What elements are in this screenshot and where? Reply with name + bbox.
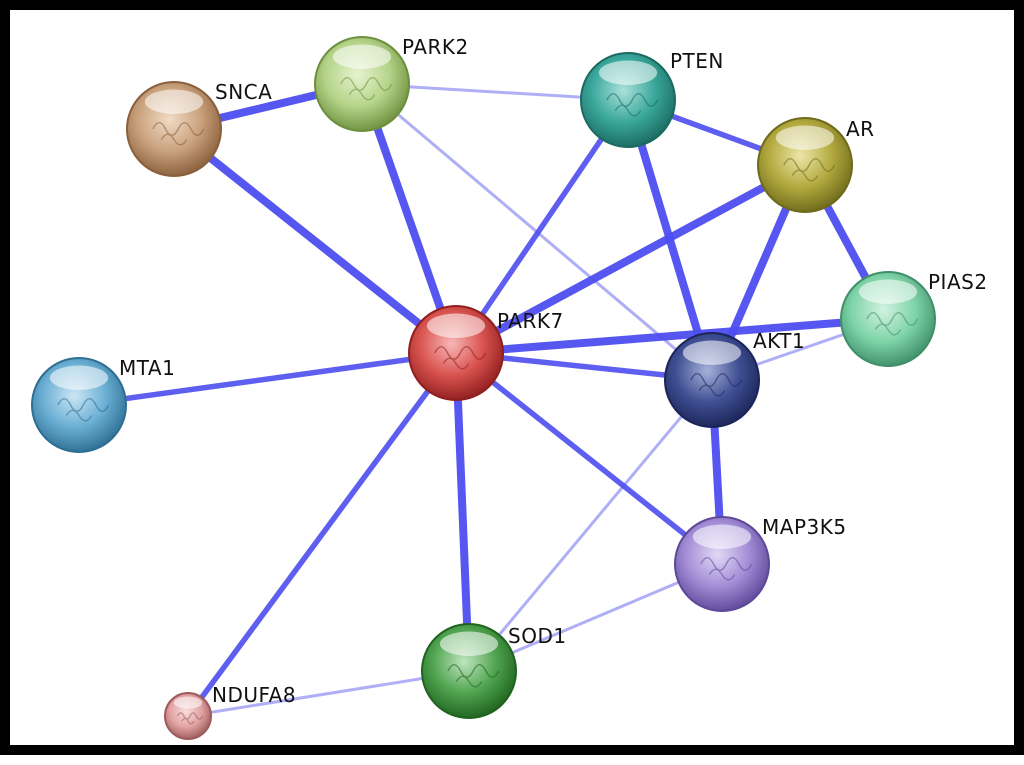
protein-structure-icon (606, 92, 659, 117)
edge-park7-sod1 (452, 352, 473, 672)
protein-structure-icon (690, 372, 743, 397)
node-park7[interactable]: PARK7 (408, 305, 564, 401)
gloss-highlight (692, 524, 752, 549)
node-snca[interactable]: SNCA (126, 80, 272, 177)
gloss-highlight (598, 60, 658, 85)
node-map3k5[interactable]: MAP3K5 (674, 515, 847, 612)
node-label: AKT1 (753, 329, 805, 353)
protein-structure-icon (340, 76, 393, 101)
gloss-highlight (682, 340, 742, 365)
gloss-highlight (173, 696, 203, 709)
edge-park2-akt1 (361, 82, 713, 382)
edge-pten-akt1 (624, 98, 716, 382)
node-pias2[interactable]: PIAS2 (840, 270, 988, 367)
gloss-highlight (775, 125, 835, 150)
protein-structure-icon (434, 345, 487, 370)
node-mta1[interactable]: MTA1 (31, 356, 175, 453)
node-label: MTA1 (119, 356, 175, 380)
gloss-highlight (144, 89, 204, 114)
node-label: PARK7 (497, 309, 564, 333)
node-ar[interactable]: AR (757, 117, 875, 213)
gloss-highlight (332, 44, 392, 69)
node-ndufa8[interactable]: NDUFA8 (164, 683, 296, 740)
node-pten[interactable]: PTEN (580, 49, 724, 148)
edge-park7-mta1 (78, 350, 457, 408)
edge-akt1-sod1 (467, 379, 714, 672)
protein-structure-icon (866, 311, 919, 336)
gloss-highlight (49, 365, 109, 390)
node-akt1[interactable]: AKT1 (664, 329, 805, 428)
edge-park7-pias2 (455, 315, 889, 357)
node-label: PARK2 (402, 35, 469, 59)
edge-park7-snca (171, 125, 459, 357)
node-sod1[interactable]: SOD1 (421, 623, 567, 719)
gloss-highlight (858, 279, 918, 304)
edge-park7-pten (453, 98, 631, 355)
node-label: PIAS2 (928, 270, 988, 294)
edge-park7-map3k5 (454, 350, 724, 567)
node-park2[interactable]: PARK2 (314, 35, 469, 132)
protein-structure-icon (447, 663, 500, 688)
node-label: NDUFA8 (212, 683, 296, 707)
protein-structure-icon (177, 712, 204, 725)
edge-park7-ndufa8 (185, 351, 459, 718)
edge-park7-ar (454, 161, 807, 357)
protein-structure-icon (57, 397, 110, 422)
gloss-highlight (439, 631, 499, 656)
node-label: MAP3K5 (762, 515, 847, 539)
protein-structure-icon (783, 157, 836, 182)
protein-structure-icon (152, 121, 205, 146)
node-label: PTEN (670, 49, 724, 73)
protein-structure-icon (700, 556, 753, 581)
gloss-highlight (426, 313, 486, 338)
node-label: AR (846, 117, 875, 141)
node-label: SOD1 (508, 624, 567, 648)
node-label: SNCA (215, 80, 272, 104)
